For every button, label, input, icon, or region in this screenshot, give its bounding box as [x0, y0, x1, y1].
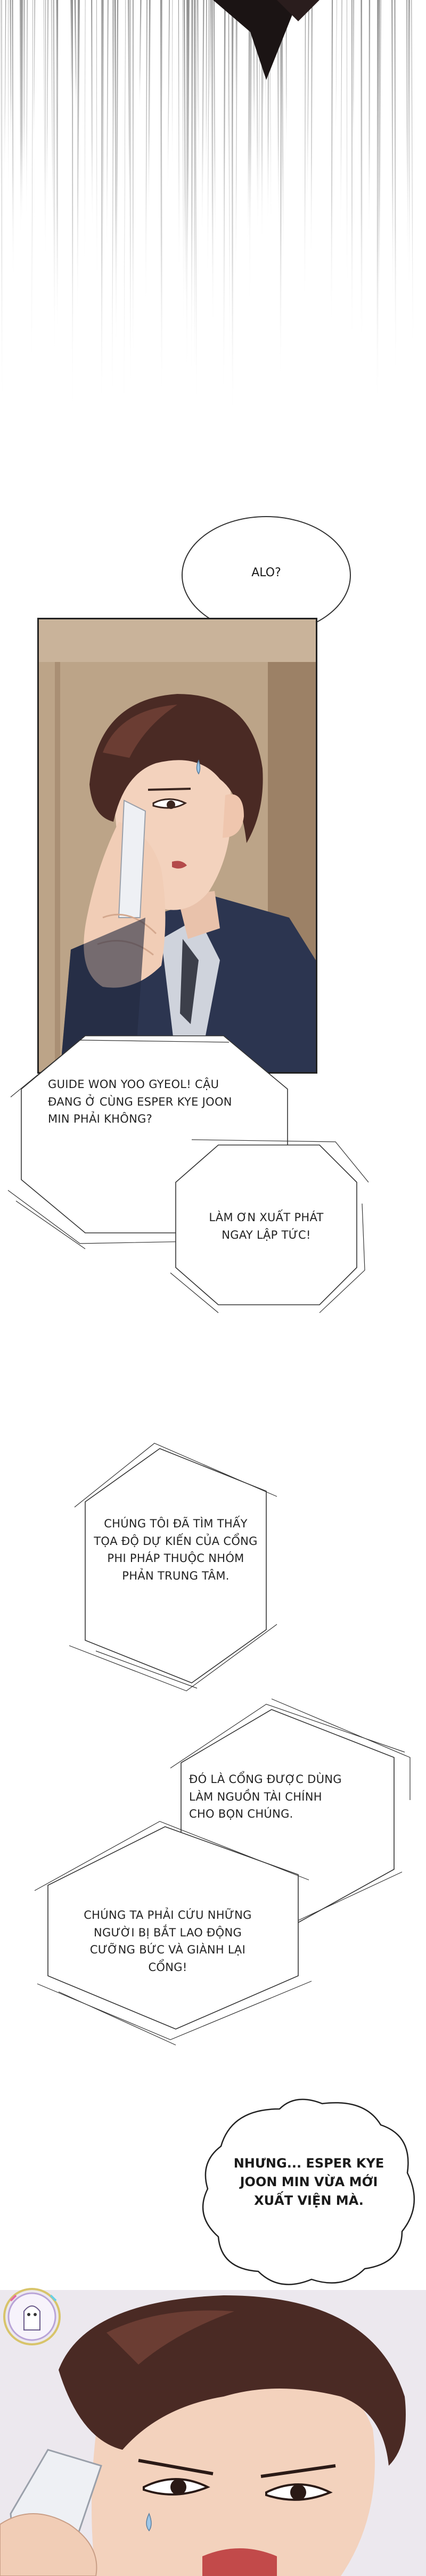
speed-line	[335, 0, 337, 150]
speed-line	[198, 0, 200, 187]
speed-line	[171, 0, 173, 178]
speed-line	[247, 0, 251, 248]
speed-line	[227, 0, 230, 196]
speed-line	[206, 0, 207, 187]
speed-line	[207, 0, 209, 286]
speed-line	[20, 0, 23, 219]
box-chung-ta-text: Chúng ta phải cứu những người bị bắt lao…	[84, 1909, 252, 1974]
speed-line	[281, 0, 284, 266]
speed-line	[128, 0, 130, 230]
speed-line	[194, 0, 195, 386]
box-chung-toi-text: Chúng tôi đã tìm thấy tọa độ dự kiến của…	[94, 1517, 258, 1582]
speed-line	[8, 0, 9, 206]
speed-line	[56, 0, 59, 111]
speed-line	[178, 0, 180, 283]
speed-line	[116, 0, 119, 294]
speed-line	[379, 0, 381, 289]
panel-character-closeup	[0, 2290, 426, 2576]
speed-line	[194, 0, 197, 416]
speed-line	[213, 0, 216, 249]
bubble-nhung-text: Nhưng... Esper Kye Joon Min vừa mới xuất…	[233, 2156, 384, 2208]
speed-line	[4, 0, 6, 185]
speed-line	[231, 0, 234, 423]
speed-line	[138, 0, 142, 116]
speed-line	[44, 0, 45, 252]
speed-line	[167, 0, 170, 198]
speed-line	[310, 0, 313, 264]
speed-line	[77, 0, 79, 317]
character-illustration	[39, 619, 316, 1072]
speed-line	[223, 0, 226, 408]
speed-line	[124, 0, 126, 426]
speed-line	[340, 0, 342, 239]
speed-line	[250, 0, 252, 238]
speed-line	[411, 0, 413, 362]
speed-line	[183, 0, 187, 321]
speed-line	[160, 0, 163, 402]
box-guide-text: Guide Won Yoo Gyeol! Cậu đang ở cùng Esp…	[48, 1078, 232, 1126]
speed-line	[114, 0, 117, 351]
speed-line	[145, 0, 148, 308]
speed-line	[378, 0, 380, 322]
speed-lines-background	[0, 0, 413, 426]
speed-line	[74, 0, 77, 123]
speed-line	[182, 0, 184, 331]
speed-line	[106, 0, 109, 258]
speed-line	[194, 0, 196, 284]
speed-line	[148, 0, 151, 219]
speed-line	[235, 0, 237, 288]
speed-line	[31, 0, 34, 388]
speed-line	[211, 0, 214, 331]
speed-line	[186, 0, 190, 282]
speed-line	[307, 0, 309, 209]
bubble-alo-text: ALO?	[251, 566, 281, 579]
box-lam-on-text: Làm ơn xuất phát ngay lập tức!	[209, 1211, 324, 1241]
box-do-la-text: Đó là cổng được dùng làm nguồn tài chính…	[189, 1773, 342, 1821]
speed-line	[101, 0, 103, 410]
speed-line	[53, 0, 55, 360]
panel-character-phone	[37, 618, 317, 1074]
speed-line	[96, 0, 97, 288]
speed-line	[54, 0, 56, 340]
speed-line	[391, 0, 394, 305]
speed-line	[377, 0, 379, 217]
speed-line	[228, 0, 231, 372]
speed-line	[46, 0, 48, 211]
speed-line	[33, 0, 36, 153]
speed-line	[111, 0, 114, 412]
speed-line	[201, 0, 204, 239]
watermark-logo	[3, 2288, 61, 2345]
speed-line	[407, 0, 409, 271]
speed-line	[368, 0, 371, 239]
character-closeup-illustration	[0, 2290, 426, 2576]
speed-line	[353, 0, 354, 164]
speech-bubble-nhung	[202, 2098, 415, 2285]
speed-line	[26, 0, 28, 220]
speed-line	[331, 0, 333, 328]
speed-line	[51, 0, 53, 249]
